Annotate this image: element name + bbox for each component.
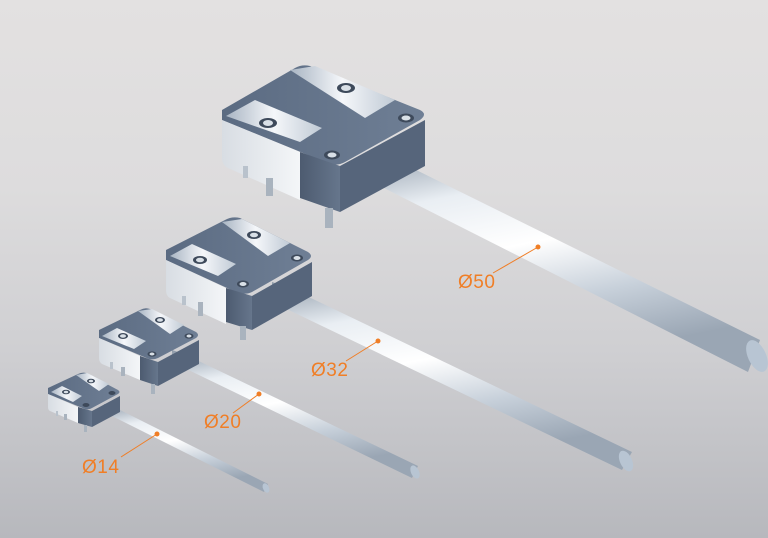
guide-unit-d14 bbox=[48, 372, 270, 493]
leader-d20 bbox=[232, 393, 260, 414]
rod-d32 bbox=[272, 282, 634, 472]
block-d20 bbox=[99, 308, 199, 394]
guide-unit-d32 bbox=[166, 217, 634, 472]
block-d50 bbox=[222, 65, 425, 228]
diameter-label-d20: Ø20 bbox=[204, 412, 242, 433]
leader-d32 bbox=[345, 340, 379, 362]
leader-lines bbox=[120, 244, 541, 458]
leader-d14 bbox=[120, 433, 158, 458]
block-d32 bbox=[166, 217, 312, 340]
leader-d50 bbox=[492, 246, 539, 274]
guide-unit-d20 bbox=[99, 308, 420, 479]
diameter-label-d50: Ø50 bbox=[458, 272, 496, 293]
rod-d50 bbox=[372, 150, 768, 372]
rod-d20 bbox=[172, 350, 420, 479]
rod-d14 bbox=[104, 404, 270, 493]
block-d14 bbox=[48, 372, 120, 432]
diameter-label-d32: Ø32 bbox=[311, 360, 349, 381]
guide-unit-d50 bbox=[222, 65, 768, 372]
diameter-label-d14: Ø14 bbox=[82, 457, 120, 478]
